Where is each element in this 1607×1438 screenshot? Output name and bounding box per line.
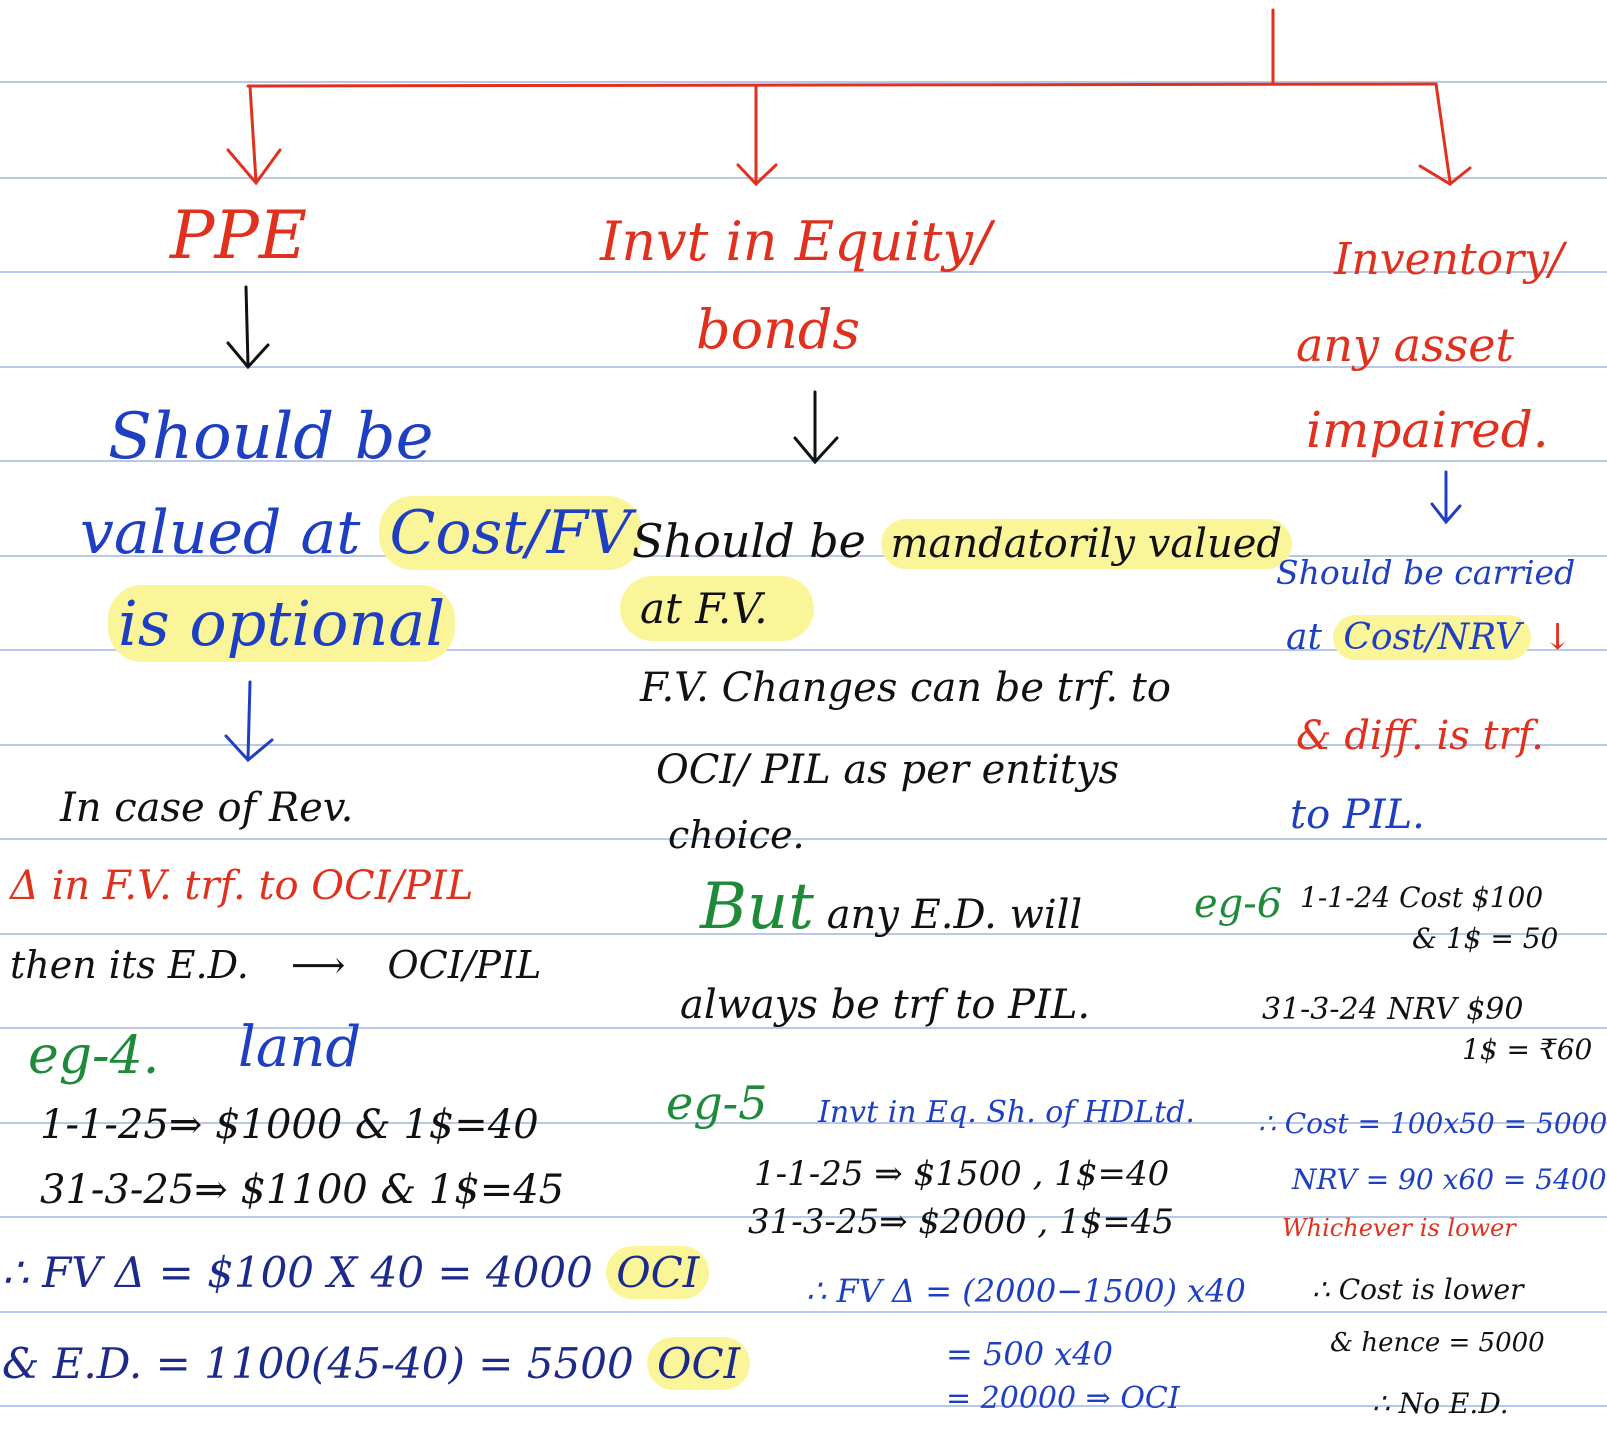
- invt-rule-line-2: at F.V.: [620, 576, 814, 641]
- ppe-example-line-2: 31-3-25⇒ $1100 & 1$=45: [40, 1167, 565, 1213]
- down-arrow-icon: ↓: [1542, 617, 1573, 658]
- inventory-rule-line-1: Should be carried: [1276, 553, 1576, 592]
- inventory-calc-line-3: Whichever is lower: [1282, 1214, 1516, 1242]
- inventory-rule-line-4: to PIL.: [1290, 792, 1425, 838]
- ppe-example-label: eg-4.: [28, 1026, 160, 1086]
- inventory-example-line-2: & 1$ = 50: [1412, 922, 1559, 955]
- invt-calc-line-2: = 500 x40: [946, 1335, 1113, 1373]
- ppe-highlight-cost-fv: Cost/FV: [379, 496, 642, 570]
- down-arrow-icon: [224, 680, 274, 763]
- ppe-highlight-optional: is optional: [108, 585, 456, 662]
- down-arrow-icon: [226, 285, 270, 370]
- inventory-calc-line-5: & hence = 5000: [1330, 1328, 1545, 1358]
- invt-example-line-1: 1-1-25 ⇒ $1500 , 1$=40: [754, 1154, 1170, 1194]
- inventory-example-line-4: 1$ = ₹60: [1462, 1033, 1593, 1066]
- inventory-calc-line-4: ∴ Cost is lower: [1312, 1273, 1524, 1306]
- invt-heading-line-1: Invt in Equity/: [600, 210, 992, 273]
- invt-rule-line-4: OCI/ PIL as per entitys: [656, 747, 1120, 793]
- inventory-calc-line-2: NRV = 90 x60 = 5400: [1292, 1163, 1607, 1196]
- ppe-heading: PPE: [170, 197, 307, 274]
- inventory-example-line-1: 1-1-24 Cost $100: [1300, 881, 1544, 914]
- inventory-calc-line-1: ∴ Cost = 100x50 = 5000: [1258, 1107, 1607, 1140]
- ppe-rev-line-2: Δ in F.V. trf. to OCI/PIL: [10, 863, 474, 909]
- inventory-rule-line-3: & diff. is trf.: [1296, 713, 1544, 759]
- invt-calc-line-3: = 20000 ⇒ OCI: [946, 1381, 1180, 1416]
- invt-example-label: eg-5: [666, 1076, 768, 1130]
- invt-calc-line-1: ∴ FV Δ = (2000−1500) x40: [806, 1272, 1246, 1310]
- inventory-example-label: eg-6: [1194, 881, 1283, 927]
- ppe-calc-line-2: & E.D. = 1100(45-40) = 5500 OCI: [2, 1337, 751, 1390]
- invt-highlight-at-fv: at F.V.: [620, 576, 814, 641]
- ppe-calc-line-1: ∴ FV Δ = $100 X 40 = 4000 OCI: [2, 1246, 710, 1299]
- ppe-rule-valued-at: valued at: [80, 498, 361, 568]
- ppe-rev-then-ed: then its E.D.: [10, 943, 249, 987]
- ppe-rule-line-2: valued at Cost/FV: [80, 496, 642, 570]
- invt-rule-line-5: choice.: [668, 813, 805, 857]
- inventory-highlight-cost-nrv: Cost/NRV: [1333, 615, 1531, 660]
- invt-but-word: But: [700, 870, 814, 944]
- inventory-rule-line-2: at Cost/NRV ↓: [1286, 615, 1573, 660]
- ppe-rule-line-3: is optional: [108, 585, 456, 662]
- inventory-calc-line-6: ∴ No E.D.: [1372, 1387, 1509, 1420]
- ppe-highlight-oci-1: OCI: [606, 1246, 710, 1299]
- ppe-calc-ed: & E.D. = 1100(45-40) = 5500: [2, 1339, 634, 1388]
- down-arrow-icon: [793, 390, 839, 465]
- invt-but-any-ed: any E.D. will: [826, 892, 1083, 938]
- inventory-example-line-3: 31-3-24 NRV $90: [1262, 992, 1524, 1027]
- long-right-arrow-icon: ⟶: [290, 943, 346, 987]
- ppe-calc-fv-change: ∴ FV Δ = $100 X 40 = 4000: [2, 1248, 593, 1297]
- invt-but-line-2: always be trf to PIL.: [680, 982, 1091, 1028]
- invt-heading-line-2: bonds: [696, 298, 861, 361]
- inventory-heading-line-3: impaired.: [1306, 401, 1549, 459]
- inventory-heading-line-1: Inventory/: [1334, 234, 1564, 285]
- invt-example-title: Invt in Eq. Sh. of HDLtd.: [818, 1095, 1195, 1130]
- invt-but-line-1: But any E.D. will: [700, 875, 1082, 939]
- invt-highlight-mandatorily: mandatorily valued: [880, 519, 1292, 569]
- ppe-example-title: land: [238, 1015, 362, 1080]
- inventory-rule-at: at: [1286, 617, 1322, 658]
- down-arrow-icon: [1430, 470, 1462, 525]
- ppe-highlight-oci-2: OCI: [647, 1337, 751, 1390]
- invt-rule-should-be: Should be: [632, 514, 866, 568]
- invt-rule-line-1: Should be mandatorily valued: [632, 518, 1292, 569]
- ppe-rev-oci-pil: OCI/PIL: [387, 943, 542, 987]
- invt-rule-line-3: F.V. Changes can be trf. to: [640, 665, 1171, 711]
- ppe-rev-line-3: then its E.D. ⟶ OCI/PIL: [10, 946, 541, 984]
- inventory-heading-line-2: any asset: [1296, 318, 1515, 372]
- ppe-rev-line-1: In case of Rev.: [60, 785, 354, 831]
- ppe-rule-line-1: Should be: [108, 400, 434, 474]
- invt-example-line-2: 31-3-25⇒ $2000 , 1$=45: [748, 1202, 1175, 1242]
- ppe-example-line-1: 1-1-25⇒ $1000 & 1$=40: [40, 1102, 539, 1148]
